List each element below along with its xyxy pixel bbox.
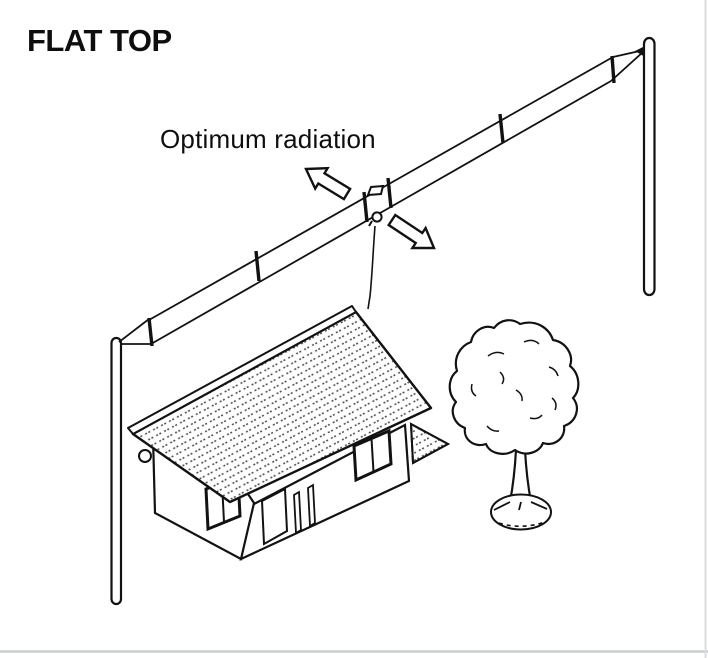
center-insulator-feedpoint (362, 177, 393, 227)
door-light (293, 490, 302, 535)
tree (448, 319, 580, 531)
diagram-title: FLAT TOP (27, 23, 172, 58)
flat-top-wire-antenna (118, 46, 645, 345)
door-light (307, 483, 316, 528)
radiation-arrow-down-right (387, 213, 436, 250)
downspout-curl (138, 449, 152, 463)
optimum-radiation-label: Optimum radiation (160, 124, 376, 154)
roof (127, 305, 433, 504)
tree-mound (490, 493, 552, 531)
crown-texture (470, 339, 559, 432)
wire-knot (635, 46, 645, 57)
radiation-arrow-up-left (304, 166, 352, 201)
tree-crown (448, 319, 580, 455)
door (260, 487, 289, 546)
ridge-sliver (127, 305, 357, 435)
rear-gable (409, 422, 451, 465)
front-window (352, 428, 393, 483)
left-mast (110, 336, 123, 606)
right-mast (642, 36, 656, 297)
end-insulators (147, 55, 616, 347)
feedline-drop (367, 225, 376, 310)
house (127, 305, 451, 561)
